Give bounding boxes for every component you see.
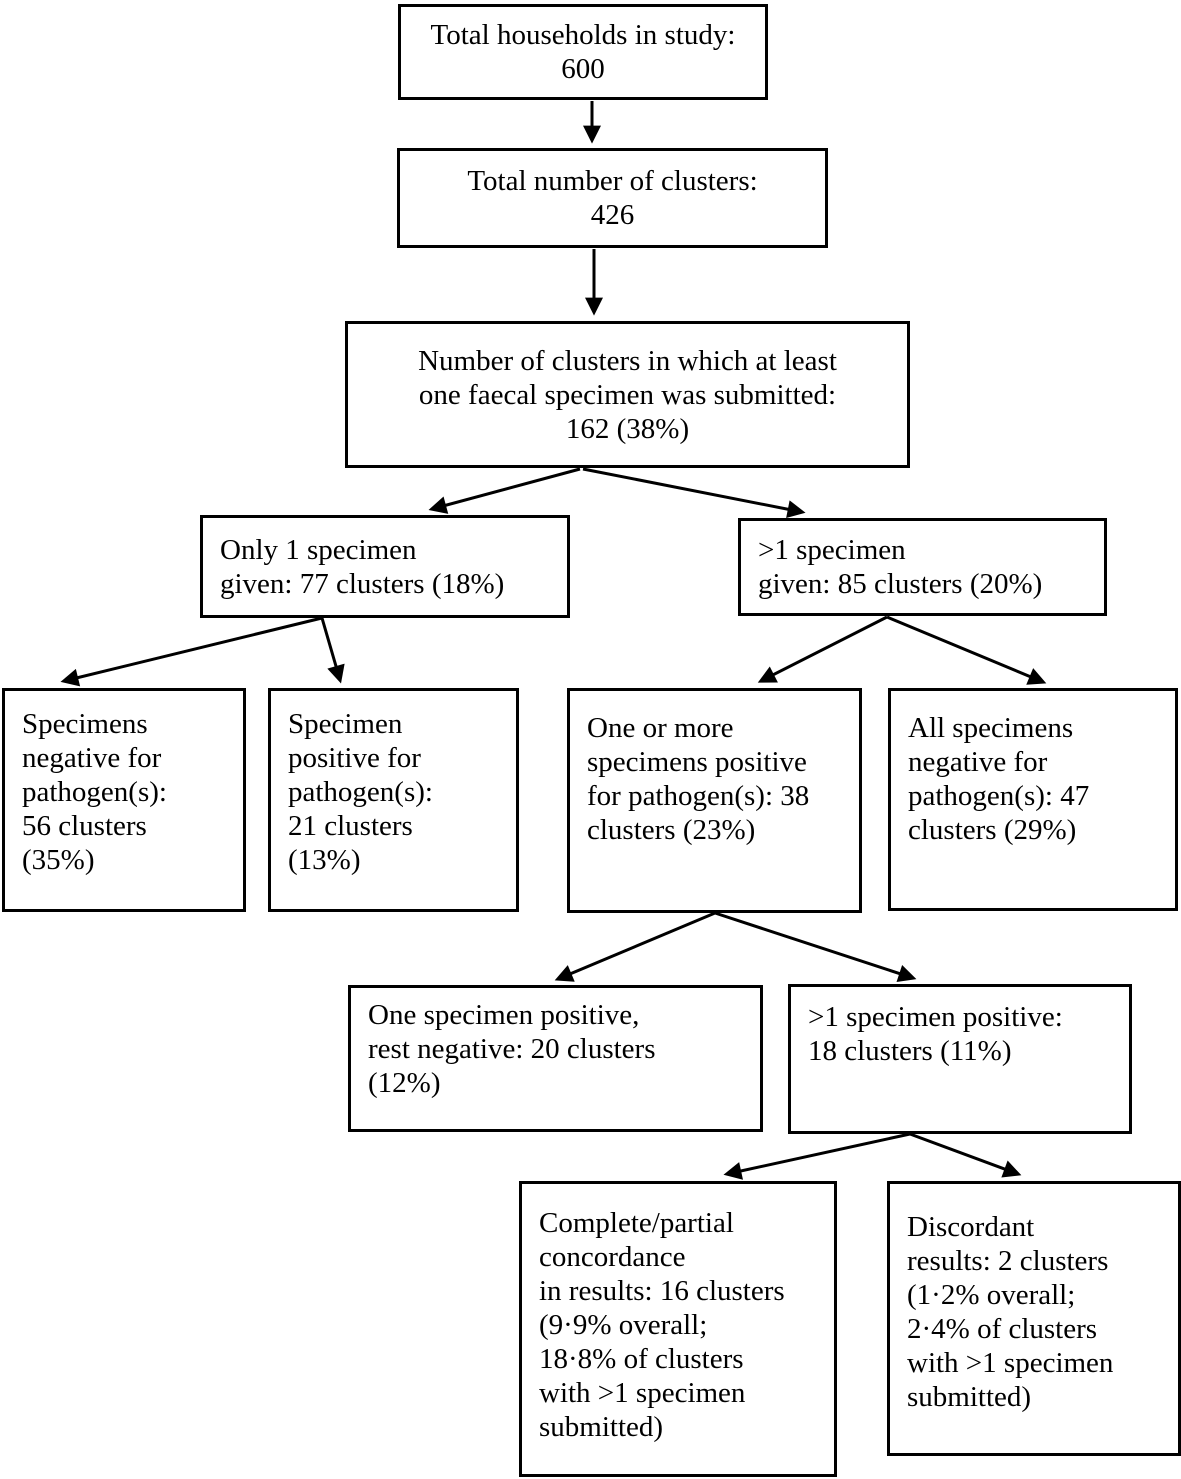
node-text-line: One or more bbox=[587, 712, 734, 744]
node-text-line: 18·8% of clusters bbox=[539, 1343, 744, 1375]
node-text-line: 56 clusters bbox=[22, 810, 147, 842]
node-text-line: 162 (38%) bbox=[565, 412, 690, 445]
node-text-line: clusters (29%) bbox=[908, 814, 1077, 846]
arrow-multi-pos-to-discordant bbox=[909, 1132, 1022, 1178]
node-only-one-specimen: Only 1 specimen given: 77 clusters (18%) bbox=[200, 515, 570, 618]
node-one-or-more-positive: One or more specimens positive for patho… bbox=[567, 688, 862, 913]
node-text-line: >1 specimen positive: bbox=[808, 1001, 1063, 1033]
node-text-line: 21 clusters bbox=[288, 810, 413, 842]
node-one-positive-rest-negative: One specimen positive, rest negative: 20… bbox=[348, 985, 763, 1132]
node-text-line: (9·9% overall; bbox=[539, 1309, 708, 1341]
node-text-line: Number of clusters in which at least bbox=[418, 344, 837, 377]
node-text-line: (12%) bbox=[368, 1067, 441, 1099]
node-text-line: given: 85 clusters (20%) bbox=[758, 568, 1043, 600]
node-text-line: negative for bbox=[22, 742, 162, 774]
node-text-line: clusters (23%) bbox=[587, 814, 756, 846]
node-specimens-negative: Specimens negative for pathogen(s): 56 c… bbox=[2, 688, 246, 912]
node-total-clusters: Total number of clusters: 426 bbox=[397, 148, 828, 248]
node-text-line: for pathogen(s): 38 bbox=[587, 780, 810, 812]
node-text-line: results: 2 clusters bbox=[907, 1245, 1109, 1277]
arrow-multi-to-all-negative bbox=[886, 615, 1047, 685]
node-text-line: (13%) bbox=[288, 844, 361, 876]
node-text-line: pathogen(s): bbox=[288, 776, 433, 808]
node-text-line: 600 bbox=[561, 53, 605, 85]
node-text-line: concordance bbox=[539, 1241, 686, 1273]
node-text-line: negative for bbox=[908, 746, 1048, 778]
node-text-line: given: 77 clusters (18%) bbox=[220, 567, 505, 600]
node-text-line: specimens positive bbox=[587, 746, 807, 778]
node-multi-specimen: >1 specimen given: 85 clusters (20%) bbox=[738, 518, 1107, 616]
arrow-only-one-to-negative bbox=[60, 616, 323, 687]
node-text-line: Only 1 specimen bbox=[220, 533, 417, 566]
node-text-line: submitted) bbox=[539, 1411, 664, 1443]
node-total-households: Total households in study: 600 bbox=[398, 4, 768, 100]
node-text-line: (35%) bbox=[22, 844, 95, 876]
node-text-line: pathogen(s): bbox=[22, 776, 167, 808]
arrow-multi-to-positive bbox=[757, 615, 888, 683]
node-text-line: submitted) bbox=[907, 1381, 1032, 1413]
arrow-positive-to-multi-pos bbox=[714, 911, 917, 983]
node-discordant: Discordant results: 2 clusters (1·2% ove… bbox=[887, 1181, 1181, 1456]
arrow-multi-pos-to-concordant bbox=[723, 1132, 911, 1180]
node-text-line: with >1 specimen bbox=[907, 1347, 1114, 1379]
node-text-line: one faecal specimen was submitted: bbox=[418, 378, 837, 411]
node-text-line: Total number of clusters: bbox=[467, 165, 758, 197]
node-text-line: All specimens bbox=[908, 712, 1074, 744]
node-text-line: positive for bbox=[288, 742, 421, 774]
node-text-line: Complete/partial bbox=[539, 1207, 734, 1239]
node-text-line: 18 clusters (11%) bbox=[808, 1035, 1012, 1067]
node-text-line: rest negative: 20 clusters bbox=[368, 1033, 656, 1065]
node-text-line: pathogen(s): 47 bbox=[908, 780, 1090, 812]
node-text-line: Specimen bbox=[288, 708, 403, 740]
node-text-line: One specimen positive, bbox=[368, 999, 640, 1031]
node-text-line: Discordant bbox=[907, 1211, 1035, 1243]
node-text-line: Total households in study: bbox=[430, 19, 736, 51]
node-specimen-positive: Specimen positive for pathogen(s): 21 cl… bbox=[268, 688, 519, 912]
node-text-line: Specimens bbox=[22, 708, 148, 740]
node-text-line: >1 specimen bbox=[758, 534, 906, 566]
node-all-specimens-negative: All specimens negative for pathogen(s): … bbox=[888, 688, 1178, 911]
arrow-positive-to-one-pos bbox=[554, 911, 716, 982]
node-text-line: 426 bbox=[590, 199, 635, 231]
node-text-line: 2·4% of clusters bbox=[907, 1313, 1098, 1345]
node-multi-specimen-positive: >1 specimen positive: 18 clusters (11%) bbox=[788, 984, 1132, 1134]
node-text-line: (1·2% overall; bbox=[907, 1279, 1076, 1311]
arrow-submitted-to-only-one bbox=[428, 467, 581, 514]
arrow-only-one-to-positive bbox=[320, 617, 345, 684]
node-concordance: Complete/partial concordance in results:… bbox=[519, 1181, 837, 1477]
arrow-submitted-to-multi bbox=[582, 467, 806, 519]
node-text-line: with >1 specimen bbox=[539, 1377, 746, 1409]
node-text-line: in results: 16 clusters bbox=[539, 1275, 785, 1307]
node-clusters-submitted: Number of clusters in which at least one… bbox=[345, 321, 910, 468]
